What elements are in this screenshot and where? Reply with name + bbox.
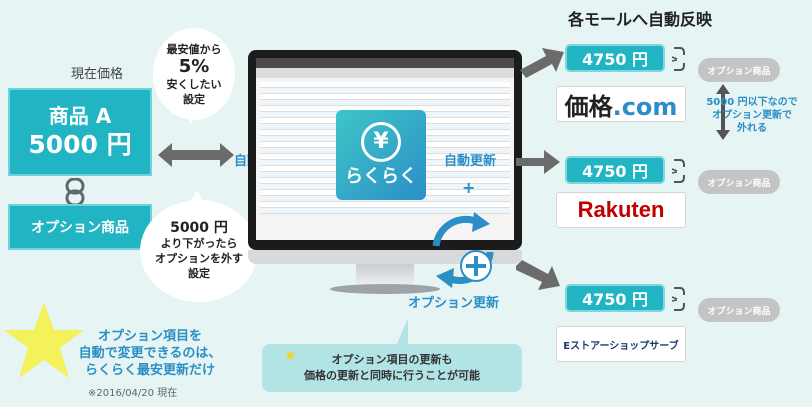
- screen-toolbar: [256, 68, 514, 78]
- store1-price: 4750 円: [565, 44, 665, 72]
- arrow-to-store-2: [516, 150, 560, 174]
- bubble-top-line2: 安くしたい: [166, 77, 222, 91]
- table-row: [260, 100, 510, 106]
- store3-price: 4750 円: [565, 284, 665, 312]
- store1-option-tag: オプション商品: [698, 58, 780, 82]
- auto-update-label: 自動更新: [444, 154, 497, 169]
- kakaku-logo-main: 価格: [564, 92, 613, 121]
- product-box: 商品 A 5000 円: [8, 88, 152, 176]
- kakaku-logo-dot: .com: [612, 92, 678, 121]
- bottom-left-line2: 自動で変更できるのは、: [78, 346, 222, 361]
- bubble-bottom-line2: オプションを外す: [155, 252, 243, 265]
- store2-option-tag: オプション商品: [698, 170, 780, 194]
- setting-bubble-top: 最安値から 5% 安くしたい 設定: [153, 28, 235, 120]
- bubble-top-percent: 5%: [178, 55, 210, 77]
- bottom-left-line3: らくらく最安更新だけ: [84, 363, 215, 378]
- right-title: 各モールへ自動反映: [568, 10, 713, 29]
- bubble-top-tail: [184, 112, 198, 124]
- bottom-left-line1: オプション項目を: [97, 329, 202, 344]
- store3-logo-box: Eストアーショップサーブ: [556, 326, 686, 362]
- product-name: 商品 A: [48, 104, 112, 128]
- store2-price: 4750 円: [565, 156, 665, 184]
- bubble-bottom-line1: より下がったら: [160, 237, 238, 250]
- product-price: 5000 円: [28, 130, 132, 159]
- note-tail: [396, 318, 408, 346]
- current-price-label: 現在価格: [70, 67, 123, 82]
- rakuten-logo: Rakuten: [577, 197, 665, 222]
- cycle-arrows-icon: [432, 212, 494, 288]
- monitor-base: [330, 284, 440, 294]
- option-product-box: オプション商品: [8, 204, 152, 250]
- arrow-to-store-3: [516, 260, 560, 290]
- store2-logo-box: Rakuten: [556, 192, 686, 228]
- monitor-stand: [356, 264, 414, 286]
- monitor-chin: [248, 250, 522, 264]
- store3-option-tag: オプション商品: [698, 298, 780, 322]
- arrow-to-store-1: [520, 48, 564, 78]
- small-star-icon: ★: [284, 348, 297, 364]
- table-row: [260, 88, 510, 94]
- bubble-top-line3: 設定: [183, 92, 205, 106]
- option-update-label: オプション更新: [408, 296, 500, 311]
- table-row: [260, 208, 510, 214]
- bubble-bottom-price: 5000 円: [170, 220, 228, 236]
- app-logo: ¥ らくらく: [336, 110, 426, 200]
- note-line2: 価格の更新と同時に行うことが可能: [304, 369, 480, 382]
- app-name: らくらく: [345, 166, 417, 187]
- broken-link-icon: [671, 47, 685, 71]
- setting-bubble-bottom: 5000 円 より下がったら オプションを外す 設定: [140, 200, 258, 302]
- side-note-line1: 5000 円以下なので: [706, 97, 798, 108]
- store1-logo-box: 価格.com: [556, 86, 686, 122]
- broken-link-icon: [671, 159, 685, 183]
- table-row: [260, 94, 510, 100]
- broken-link-icon: [671, 287, 685, 311]
- date-note: ※2016/04/20 現在: [88, 388, 178, 399]
- bubble-bottom-tail: [190, 190, 204, 202]
- side-note-line2: オプション更新で: [712, 110, 792, 121]
- side-note-line3: 外れる: [737, 123, 767, 134]
- table-row: [260, 82, 510, 88]
- note-line1: オプション項目の更新も: [331, 353, 453, 366]
- bottom-left-note: オプション項目を 自動で変更できるのは、 らくらく最安更新だけ: [50, 328, 250, 379]
- kakaku-logo: 価格.com: [565, 87, 678, 122]
- option-note-box: オプション項目の更新も 価格の更新と同時に行うことが可能: [262, 344, 522, 392]
- estore-logo: Eストアーショップサーブ: [563, 340, 679, 352]
- plus-sign: +: [462, 178, 476, 197]
- side-note: 5000 円以下なので オプション更新で 外れる: [700, 96, 804, 135]
- screen-titlebar: [256, 58, 514, 68]
- yen-icon: ¥: [361, 122, 401, 162]
- double-arrow-icon: [158, 143, 234, 167]
- star-icon: [4, 302, 84, 378]
- chain-icon: [65, 178, 85, 206]
- table-row: [260, 202, 510, 208]
- vertical-double-arrow: [716, 84, 730, 140]
- bubble-bottom-line3: 設定: [188, 267, 210, 280]
- bubble-top-line1: 最安値から: [166, 42, 222, 56]
